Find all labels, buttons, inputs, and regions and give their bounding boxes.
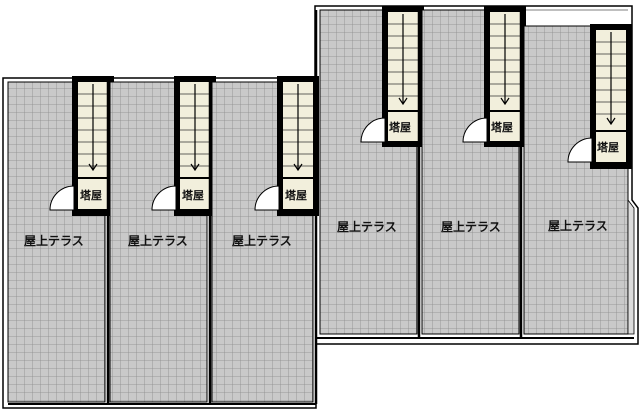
penthouse-room xyxy=(180,179,210,209)
stair-arrow xyxy=(190,84,200,172)
penthouse-room xyxy=(596,132,626,162)
unit-dividers xyxy=(106,10,523,404)
penthouse-label-5: 塔屋 xyxy=(491,120,513,134)
penthouse-label-3: 塔屋 xyxy=(285,188,307,202)
door-swing xyxy=(567,137,593,163)
unit-6 xyxy=(523,24,635,335)
door-swing xyxy=(360,117,386,143)
penthouse-room xyxy=(388,112,418,141)
terrace-label-6: 屋上テラス xyxy=(548,218,608,233)
penthouse-label-4: 塔屋 xyxy=(389,120,411,134)
stair-arrow xyxy=(88,84,98,172)
terrace-label-4: 屋上テラス xyxy=(337,219,397,234)
door-swing xyxy=(462,117,488,143)
stair-arrow xyxy=(293,84,303,172)
unit-5 xyxy=(421,6,526,335)
terrace-label-1: 屋上テラス xyxy=(24,233,84,248)
terrace-notch xyxy=(627,198,635,335)
unit-3 xyxy=(211,76,319,403)
door-swing xyxy=(254,185,280,211)
unit-4 xyxy=(319,6,424,335)
penthouse-room xyxy=(490,112,520,141)
penthouse-label-2: 塔屋 xyxy=(182,188,204,202)
penthouse-room xyxy=(283,179,313,209)
stair-arrow xyxy=(606,32,616,126)
door-swing xyxy=(151,185,177,211)
terrace-label-2: 屋上テラス xyxy=(128,233,188,248)
door-swing xyxy=(49,185,75,211)
terrace-label-5: 屋上テラス xyxy=(441,219,501,234)
stair-arrow xyxy=(500,14,510,106)
bottom-edges xyxy=(8,337,634,405)
penthouse-label-6: 塔屋 xyxy=(597,140,619,154)
penthouse-room xyxy=(78,179,108,209)
penthouse-label-1: 塔屋 xyxy=(80,188,102,202)
terrace-label-3: 屋上テラス xyxy=(232,233,292,248)
stair-arrow xyxy=(398,14,408,106)
